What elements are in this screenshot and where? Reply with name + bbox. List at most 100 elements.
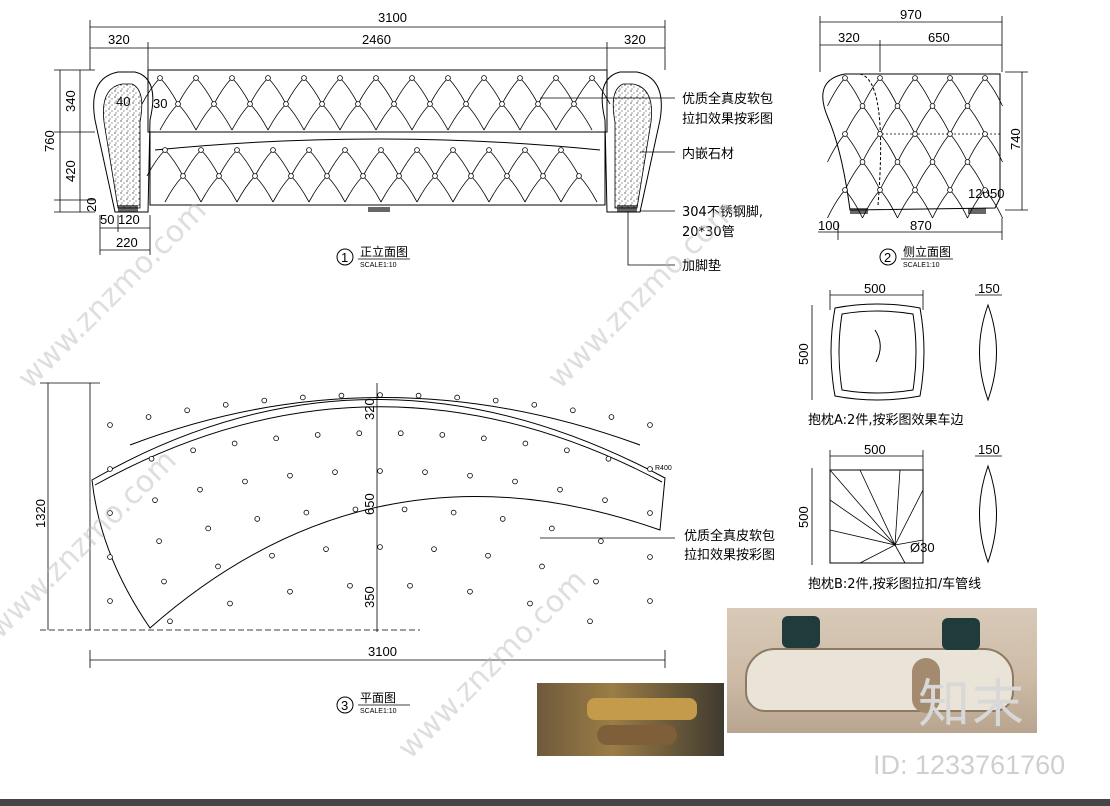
dim-plan-c1: 320 [362,398,377,420]
tuft-button [162,147,168,153]
tuft-button [306,147,312,153]
tuft-button [842,131,848,137]
tuft-button [512,478,518,485]
dim-front-leg-b: 120 [118,212,140,227]
tuft-button [570,407,576,414]
tuft-button [175,101,181,107]
tuft-button [450,509,457,516]
tuft-button [319,101,325,107]
note-pillow-b: 抱枕B:2件,按彩图拉扣/车管线 [808,576,981,592]
tuft-button [539,563,545,570]
tuft-button [912,187,918,193]
sofa-photo-body [745,648,1014,712]
tufting-pattern [107,75,1003,625]
tuft-button [161,578,167,585]
tuft-button [324,173,330,179]
tuft-button [378,147,384,153]
tuft-button [522,147,528,153]
dim-pillow-b-h: 500 [796,506,811,528]
tuft-button [842,75,848,81]
tuft-button [540,173,546,179]
tuft-button [947,187,953,193]
tuft-button [531,401,538,408]
tuft-button [647,466,653,472]
tuft-button [454,394,460,401]
dim-pillow-b-w: 500 [864,442,886,457]
tuft-button [912,75,918,81]
tuft-button [589,75,595,81]
dim-front-h-top: 340 [63,90,78,112]
tuft-button [205,525,211,532]
tuft-button [912,131,918,137]
dim-plan-c2: 650 [362,493,377,515]
dim-side-bot-a: 100 [818,218,840,233]
tuft-button [499,516,506,522]
tuft-button [576,173,582,179]
room-photo-table [597,725,677,745]
tuft-button [288,173,294,179]
tuft-button [222,401,229,408]
tuft-button [254,516,261,522]
dim-side-total: 970 [900,7,922,22]
dim-front-h-bot: 420 [63,160,78,182]
sofa-photo [727,608,1037,733]
tuft-button [145,414,152,420]
room-photo-sofa [587,698,697,720]
watermark-logo: 知末 [918,675,1027,735]
tuft-button [265,75,271,81]
tuft-button [273,435,279,442]
tuft-button [156,538,162,544]
tuft-button [338,392,345,399]
tuft-button [593,578,599,585]
dim-plan-w: 3100 [368,644,397,659]
dim-plan-c3: 350 [362,586,377,608]
dim-side-h: 740 [1008,128,1023,150]
bottom-border [0,799,1110,806]
note-leather-2: 拉扣效果按彩图 [682,112,773,127]
tuft-button [982,187,988,193]
tuft-button [553,75,559,81]
tuft-button [270,147,276,153]
tuft-button [409,75,415,81]
dim-side-bot-b: 870 [910,218,932,233]
tuft-button [332,469,338,475]
tuft-button [190,447,196,454]
tuft-button [283,101,289,107]
tuft-button [231,440,238,447]
tuft-button [377,468,383,474]
note-stone: 内嵌石材 [682,146,734,162]
tuft-button [184,407,190,414]
tuft-button [445,75,451,81]
tuft-button [894,159,901,165]
note-leg-1: 304不锈钢脚, [682,204,763,220]
tuft-button [227,600,233,607]
note-pad: 加脚垫 [682,258,721,274]
tuft-button [301,75,307,81]
tuft-button [877,75,883,81]
dim-front-total: 3100 [378,10,407,25]
tuft-button [247,101,253,107]
tuft-lines [146,149,598,203]
side-view-scale: SCALE1:10 [903,262,940,269]
dim-pillow-a-w: 500 [864,281,886,296]
tuft-button [439,432,446,438]
tuft-button [608,414,615,420]
dim-front-leg-c: 220 [116,235,138,250]
dim-front-right: 320 [624,32,646,47]
tuft-button [481,435,487,442]
sofa-photo-pillow [782,616,820,648]
tuft-button [167,618,173,625]
tuft-button [347,582,353,589]
tuft-button [431,546,437,552]
note-leather-1: 优质全真皮软包 [682,91,773,107]
tuft-button [859,159,866,165]
tuft-button [605,455,612,462]
tuft-button [356,430,363,437]
tuft-button [504,173,510,179]
tuft-button [107,466,113,472]
front-view-number: 1 [341,250,348,265]
watermark-id: ID: 1233761760 [873,750,1066,780]
tuft-button [300,394,306,401]
tuft-button [242,478,248,485]
tuft-button [557,486,563,493]
